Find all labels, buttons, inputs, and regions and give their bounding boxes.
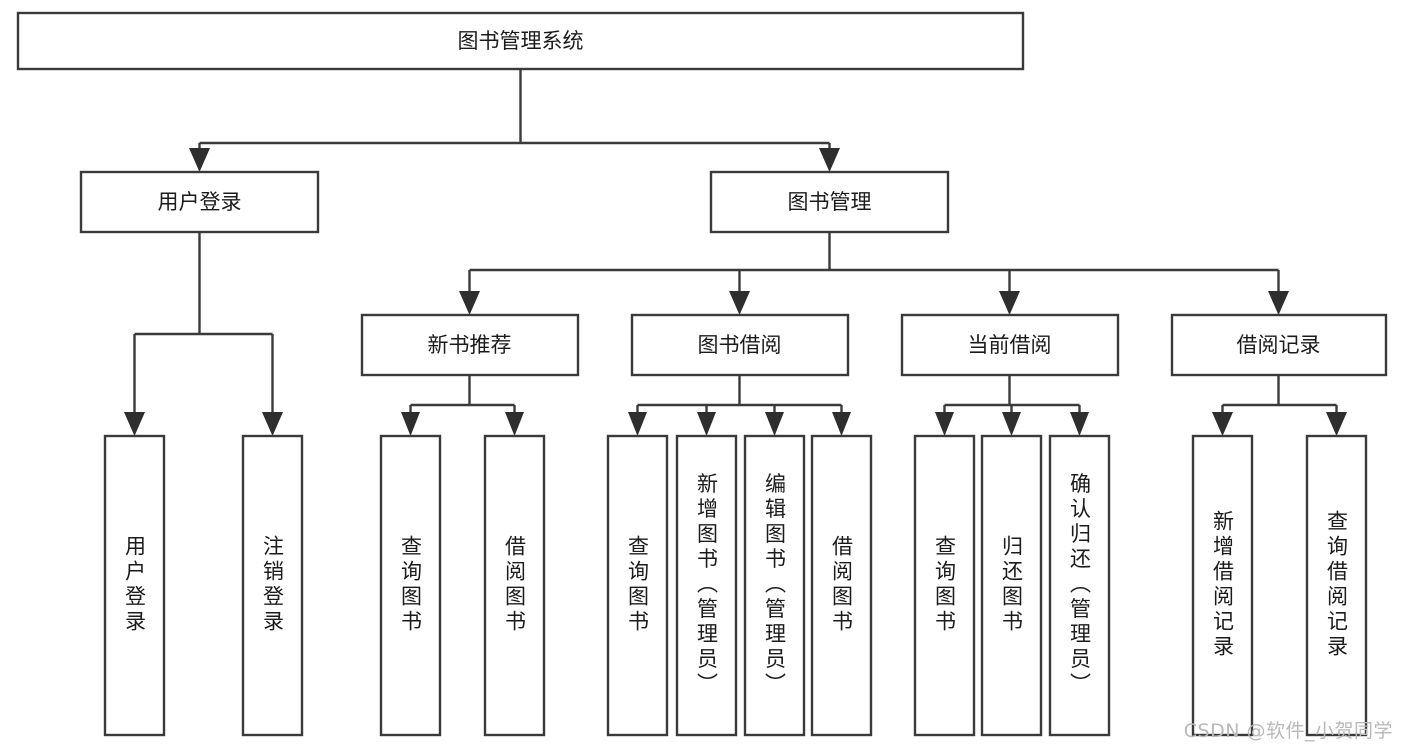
node-label-leaf-borrow-book-1: 借阅图书 <box>503 535 527 635</box>
arrow-head-icon <box>262 412 283 436</box>
arrow-head-icon <box>189 148 210 172</box>
node-label-leaf-return-book: 归还图书 <box>1000 535 1024 635</box>
node-label-new-book-recommend: 新书推荐 <box>428 333 512 357</box>
arrow-head-icon <box>628 412 647 436</box>
node-label-leaf-user-login: 用户登录 <box>123 535 147 635</box>
node-label-user-login: 用户登录 <box>158 190 242 214</box>
arrow-head-icon <box>459 291 480 315</box>
arrow-head-icon <box>832 412 851 436</box>
node-leaf-borrow-book-1[interactable]: 借阅图书 <box>483 434 546 737</box>
arrowhead-layer <box>124 148 1347 436</box>
node-root-system[interactable]: 图书管理系统 <box>16 11 1025 71</box>
node-label-book-borrow: 图书借阅 <box>698 333 782 357</box>
node-label-leaf-borrow-book-2: 借阅图书 <box>830 535 854 635</box>
node-leaf-add-record[interactable]: 新增借阅记录 <box>1191 434 1254 737</box>
arrow-head-icon <box>124 412 145 436</box>
node-label-leaf-edit-book: 编辑图书（管理员） <box>763 473 787 698</box>
node-label-leaf-query-book-3: 查询图书 <box>933 535 957 635</box>
node-leaf-confirm-return[interactable]: 确认归还（管理员） <box>1048 434 1111 737</box>
arrow-head-icon <box>729 291 750 315</box>
arrow-head-icon <box>401 412 420 436</box>
node-leaf-user-logout[interactable]: 注销登录 <box>241 434 304 737</box>
node-book-management[interactable]: 图书管理 <box>709 170 950 234</box>
node-book-borrow[interactable]: 图书借阅 <box>630 313 850 377</box>
arrow-head-icon <box>1212 412 1233 436</box>
arrow-head-icon <box>1070 412 1089 436</box>
node-leaf-add-book[interactable]: 新增图书（管理员） <box>675 434 738 737</box>
node-label-book-management: 图书管理 <box>788 190 872 214</box>
arrow-head-icon <box>1002 412 1021 436</box>
node-borrow-record[interactable]: 借阅记录 <box>1170 313 1388 377</box>
node-label-leaf-add-record: 新增借阅记录 <box>1211 510 1235 660</box>
node-current-borrow[interactable]: 当前借阅 <box>900 313 1120 377</box>
node-label-leaf-confirm-return: 确认归还（管理员） <box>1068 473 1092 698</box>
arrow-head-icon <box>1326 412 1347 436</box>
node-label-leaf-query-book-1: 查询图书 <box>399 535 423 635</box>
node-label-root: 图书管理系统 <box>458 29 584 53</box>
arrow-head-icon <box>999 291 1020 315</box>
arrow-head-icon <box>1268 291 1289 315</box>
arrow-head-icon <box>935 412 954 436</box>
node-leaf-query-book-2[interactable]: 查询图书 <box>606 434 669 737</box>
node-new-book-recommend[interactable]: 新书推荐 <box>360 313 580 377</box>
node-label-leaf-user-logout: 注销登录 <box>261 535 285 635</box>
node-label-borrow-record: 借阅记录 <box>1237 333 1321 357</box>
arrow-head-icon <box>819 148 840 172</box>
node-label-leaf-query-record: 查询借阅记录 <box>1325 510 1349 660</box>
arrow-head-icon <box>765 412 784 436</box>
node-label-current-borrow: 当前借阅 <box>968 333 1052 357</box>
node-leaf-query-book-3[interactable]: 查询图书 <box>913 434 976 737</box>
node-leaf-query-book-1[interactable]: 查询图书 <box>379 434 442 737</box>
node-leaf-return-book[interactable]: 归还图书 <box>980 434 1043 737</box>
arrow-head-icon <box>505 412 524 436</box>
node-user-login[interactable]: 用户登录 <box>79 170 320 234</box>
node-leaf-query-record[interactable]: 查询借阅记录 <box>1305 434 1368 737</box>
arrow-head-icon <box>697 412 716 436</box>
node-label-leaf-query-book-2: 查询图书 <box>626 535 650 635</box>
node-leaf-edit-book[interactable]: 编辑图书（管理员） <box>743 434 806 737</box>
node-leaf-user-login[interactable]: 用户登录 <box>103 434 166 737</box>
node-label-leaf-add-book: 新增图书（管理员） <box>695 473 719 698</box>
node-leaf-borrow-book-2[interactable]: 借阅图书 <box>810 434 873 737</box>
